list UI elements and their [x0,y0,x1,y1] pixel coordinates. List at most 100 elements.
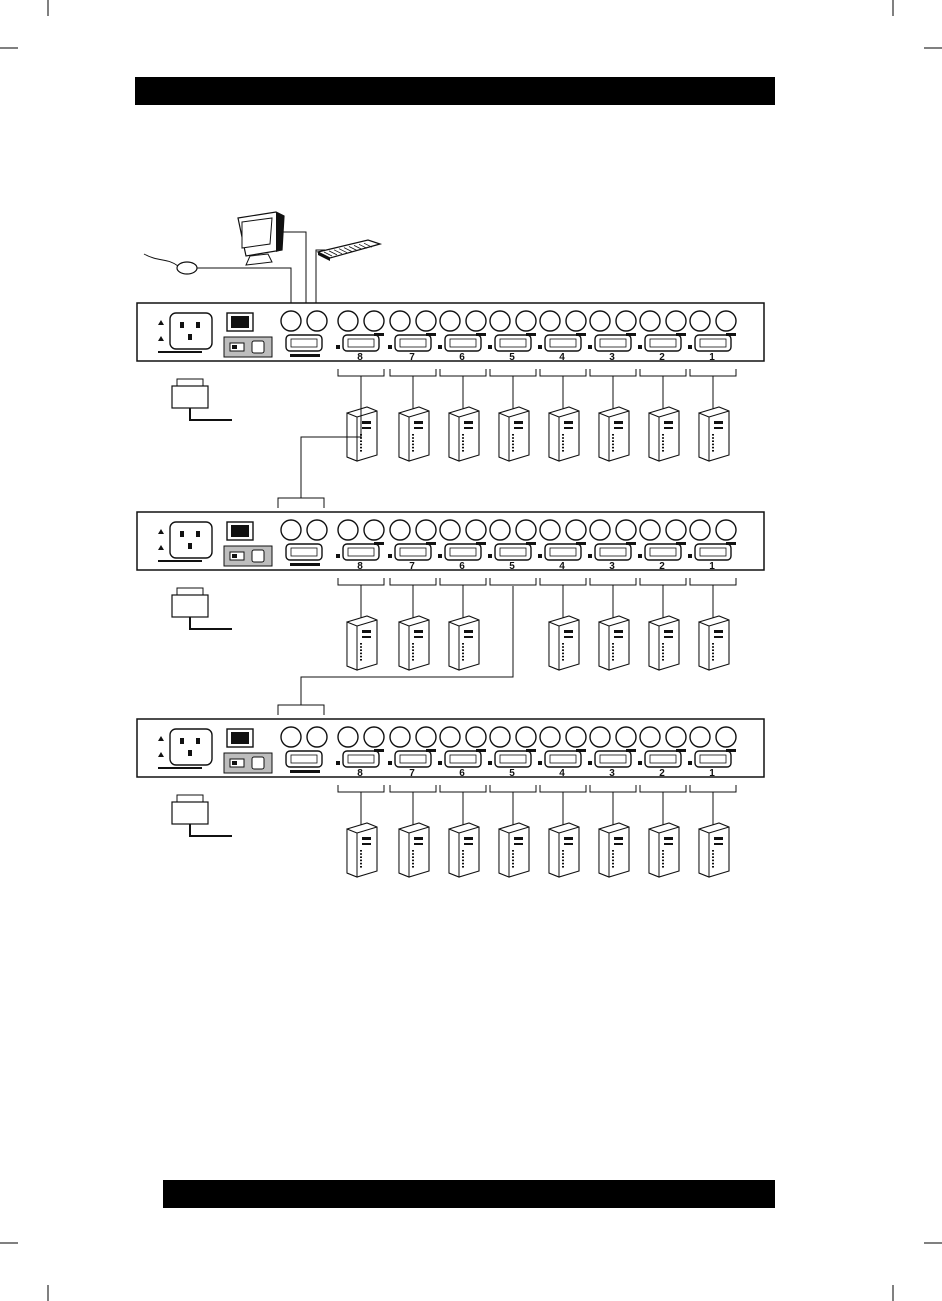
tower-drive [464,837,473,840]
tower-computer-icon [699,616,729,670]
tower-computer-icon [599,823,629,877]
tower-side [699,622,709,670]
tower-vent [360,659,362,661]
tower-vent [360,440,362,442]
cpu-ps2-port [416,727,436,747]
console-vga-pins [291,339,317,347]
daisy-chain-cable [301,377,361,498]
tower-drive [464,630,473,633]
port-marker [374,749,384,752]
cpu-vga-pins [650,339,676,347]
tower-drive [564,837,573,840]
cpu-ps2-port [566,727,586,747]
port-marker [626,749,636,752]
tower-vent [562,444,564,446]
port-number-label: 2 [659,352,665,363]
tower-drive [614,630,623,633]
cpu-ps2-port [440,311,460,331]
daisy-chain-bracket [278,498,324,508]
tower-vent [562,437,564,439]
cpu-ps2-port [466,520,486,540]
port-marker [426,749,436,752]
rating-label [158,767,202,769]
port-marker [438,345,442,349]
tower-vent [712,444,714,446]
cpu-vga-pins [700,339,726,347]
port-cable-bracket [590,785,636,792]
port-number-label: 6 [459,561,465,572]
tower-vent [662,860,664,862]
cpu-vga-pins [348,339,374,347]
tower-drive [714,421,723,424]
tower-computer-icon [549,823,579,877]
port-cable-bracket [338,578,384,585]
tower-vent [360,444,362,446]
tower-computer-icon [449,407,479,461]
cpu-ps2-port [364,311,384,331]
cpu-ps2-port [516,311,536,331]
tower-side [549,413,559,461]
tower-vent [360,656,362,658]
tower-vent [562,434,564,436]
cpu-vga-pins [550,339,576,347]
cpu-ps2-port [590,520,610,540]
port-marker [588,761,592,765]
tower-side [449,413,459,461]
mouse-body [177,262,197,274]
cpu-ps2-port [690,727,710,747]
port-cable-bracket [590,578,636,585]
tower-side [399,413,409,461]
power-pin [180,531,184,537]
tower-vent [512,866,514,868]
power-pin [180,322,184,328]
port-cable-bracket [540,785,586,792]
tower-vent [512,434,514,436]
port-marker [538,554,542,558]
port-number-label: 3 [609,561,615,572]
tower-side [599,413,609,461]
tower-vent [462,850,464,852]
tower-drive [564,636,573,638]
tower-vent [412,863,414,865]
tower-vent [462,860,464,862]
kvm-unit: 87654321 [137,719,764,825]
tower-vent [662,853,664,855]
port-cable-bracket [440,369,486,376]
tower-vent [412,643,414,645]
cpu-ps2-port [540,311,560,331]
tower-vent [462,440,464,442]
tower-drive [414,421,423,424]
tower-vent [412,853,414,855]
tower-vent [562,646,564,648]
tower-vent [562,850,564,852]
tower-vent [412,850,414,852]
tower-vent [712,856,714,858]
keyboard-icon [318,240,380,261]
tower-vent [462,643,464,645]
kvm-unit: 87654321 [137,512,764,618]
tower-drive [362,837,371,840]
port-cable-bracket [640,578,686,585]
port-marker [336,345,340,349]
tower-vent [662,850,664,852]
cpu-vga-pins [650,548,676,556]
port-marker [438,761,442,765]
cpu-ps2-port [338,520,358,540]
tower-vent [662,649,664,651]
console-vga-pins [291,755,317,763]
dip-switch-lever [232,761,237,765]
cpu-vga-pins [550,548,576,556]
adapter-plug [177,795,203,802]
tower-vent [612,643,614,645]
tower-vent [712,646,714,648]
tower-vent [562,656,564,658]
cpu-ps2-port [364,727,384,747]
adapter-cord [190,617,232,629]
cpu-vga-pins [348,755,374,763]
cpu-vga-pins [600,548,626,556]
tower-vent [562,860,564,862]
power-pin [196,738,200,744]
mouse-cord [144,254,178,266]
port-number-label: 7 [409,768,415,779]
